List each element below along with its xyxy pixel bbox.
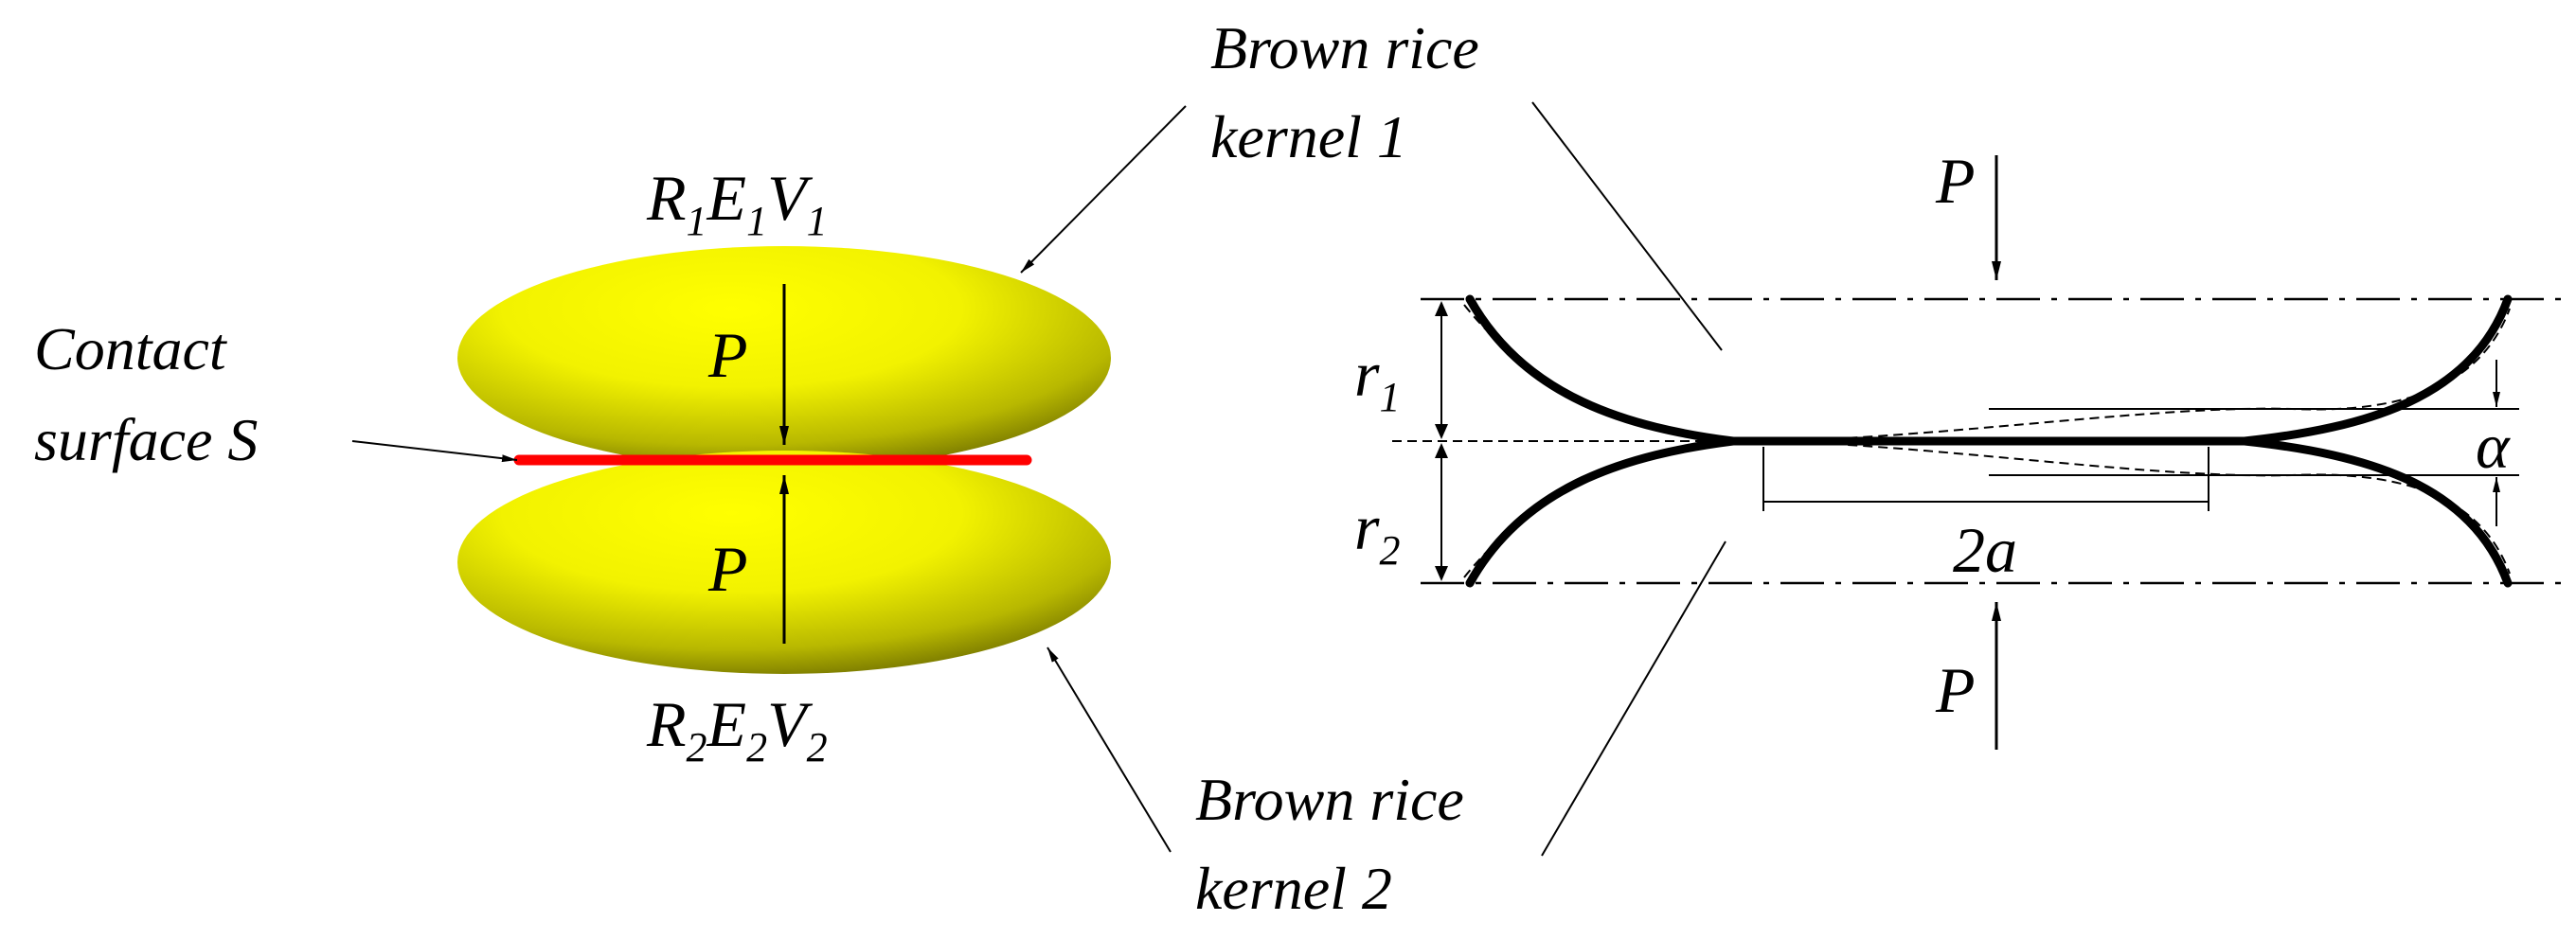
radius-2-label: r2 (1354, 491, 1400, 574)
kernel-1-leader-line (1531, 101, 1723, 351)
radius-1-label: r1 (1354, 338, 1400, 420)
kernel-1-label-line1: Brown rice (1210, 14, 1479, 81)
force-label-top: P (707, 319, 748, 391)
width-label: 2a (1953, 514, 2017, 586)
kernel-1-label-line2: kernel 1 (1210, 103, 1407, 170)
kernels-view: P P R1E1V1 R2E2V2 Contact surface S (34, 162, 1111, 771)
kernel-2-label-line1: Brown rice (1195, 766, 1464, 833)
force-label-bottom: P (707, 533, 748, 605)
kernel-callouts: Brown rice kernel 1 Brown rice kernel 2 (1020, 14, 1726, 922)
contact-leader-arrow (351, 440, 518, 463)
kernel-2-params: R2E2V2 (646, 688, 828, 771)
contact-label-line2: surface S (34, 406, 258, 473)
load-label-top: P (1935, 145, 1976, 217)
contact-geometry: r1 r2 2a α P P (1354, 145, 2563, 750)
kernel-2-profile (1465, 436, 2513, 588)
kernel-2-leader-line (1541, 540, 1726, 857)
alpha-label: α (2476, 410, 2511, 482)
kernel-2-leader-arrow (1046, 647, 1172, 853)
load-label-bottom: P (1935, 654, 1976, 726)
kernel-1-params: R1E1V1 (646, 162, 828, 244)
contact-label-line1: Contact (34, 315, 228, 382)
kernel-1-leader-arrow (1020, 105, 1187, 274)
kernel-2-label-line2: kernel 2 (1195, 855, 1392, 922)
kernel-1-profile (1465, 294, 2513, 446)
